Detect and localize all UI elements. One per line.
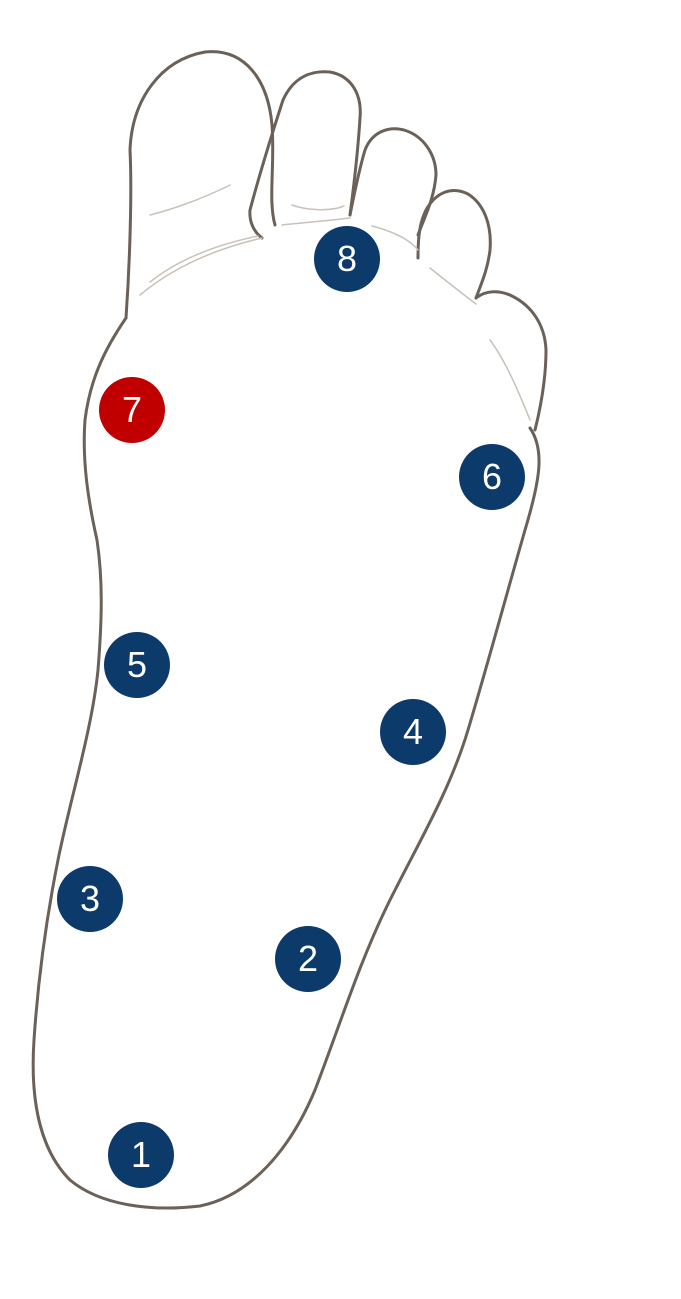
toe-4 bbox=[416, 189, 492, 300]
marker-5[interactable]: 5 bbox=[104, 632, 170, 698]
toe-5 bbox=[474, 290, 548, 432]
marker-3[interactable]: 3 bbox=[57, 866, 123, 932]
marker-1-label: 1 bbox=[130, 1134, 152, 1175]
toe-3 bbox=[348, 127, 438, 237]
marker-8[interactable]: 8 bbox=[314, 226, 380, 292]
marker-4-label: 4 bbox=[402, 711, 424, 752]
marker-1[interactable]: 1 bbox=[108, 1122, 174, 1188]
sole-outline bbox=[31, 316, 541, 1210]
marker-2-label: 2 bbox=[297, 938, 319, 979]
marker-7-label: 7 bbox=[121, 389, 143, 430]
marker-7[interactable]: 7 bbox=[99, 377, 165, 443]
marker-3-label: 3 bbox=[79, 878, 101, 919]
marker-6[interactable]: 6 bbox=[459, 444, 525, 510]
marker-4[interactable]: 4 bbox=[380, 699, 446, 765]
marker-2[interactable]: 2 bbox=[275, 926, 341, 992]
toe-2 bbox=[248, 70, 362, 240]
marker-6-label: 6 bbox=[481, 456, 503, 497]
marker-5-label: 5 bbox=[126, 644, 148, 685]
big-toe bbox=[124, 50, 277, 320]
marker-8-label: 8 bbox=[336, 238, 358, 279]
